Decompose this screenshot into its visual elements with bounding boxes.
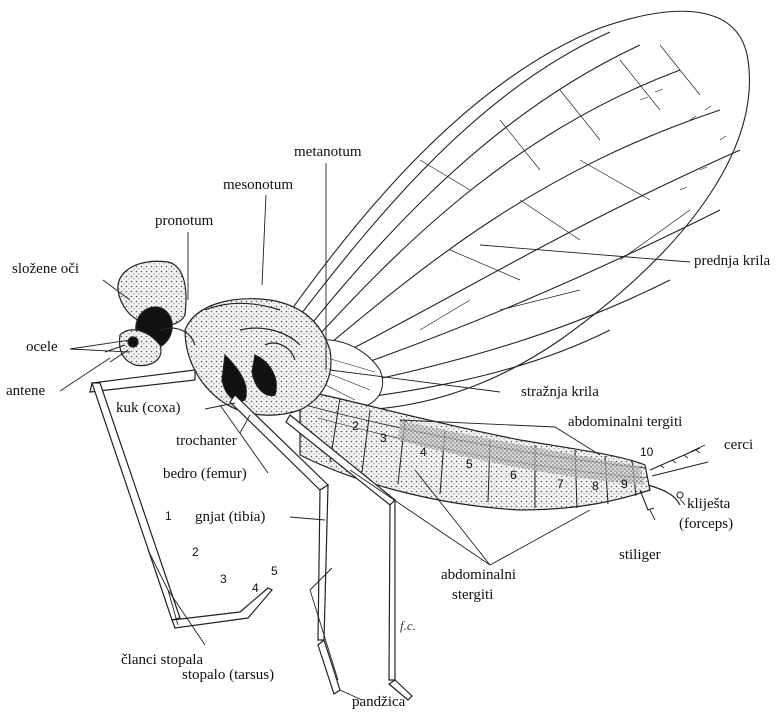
label-metanotum: metanotum [294, 144, 362, 161]
segment-number: 8 [592, 479, 599, 493]
segment-number: 10 [640, 445, 654, 459]
label-slozene-oci: složene oči [12, 261, 79, 278]
tarsal-number: 4 [252, 581, 259, 595]
tarsal-number: 2 [192, 545, 199, 559]
segment-number: 4 [420, 445, 427, 459]
thorax [185, 299, 331, 415]
artist-signature: f.c. [400, 618, 416, 633]
label-pronotum: pronotum [155, 213, 213, 230]
segment-number: 9 [621, 477, 628, 491]
label-trochanter: trochanter [176, 433, 237, 450]
label-stopalo: stopalo (tarsus) [182, 667, 274, 684]
segment-number: 5 [466, 457, 473, 471]
segment-number: 7 [557, 477, 564, 491]
label-abdominalni-stergiti-line2: stergiti [452, 587, 493, 604]
tarsal-number: 3 [220, 572, 227, 586]
label-prednja-krila: prednja krila [694, 253, 770, 270]
label-mesonotum: mesonotum [223, 177, 293, 194]
label-ocele: ocele [26, 339, 58, 356]
label-kuk: kuk (coxa) [116, 400, 181, 417]
tarsal-number: 1 [165, 509, 172, 523]
segment-number: 6 [510, 468, 517, 482]
label-forceps: (forceps) [679, 516, 733, 533]
segment-number: 2 [352, 419, 359, 433]
label-stiliger: stiliger [619, 547, 661, 564]
label-cerci: cerci [724, 437, 753, 454]
head [118, 261, 195, 365]
label-klijesta: kliješta [687, 496, 730, 513]
label-gnjat: gnjat (tibia) [195, 509, 265, 526]
label-abdominalni-stergiti-line1: abdominalni [441, 567, 516, 584]
label-bedro: bedro (femur) [163, 466, 247, 483]
label-straznja-krila: stražnja krila [521, 384, 599, 401]
label-pandzica: pandžica [352, 694, 405, 711]
tarsal-number: 5 [271, 564, 278, 578]
segment-number: 3 [380, 431, 387, 445]
label-abdominalni-tergiti: abdominalni tergiti [568, 414, 682, 431]
label-antene: antene [6, 383, 45, 400]
